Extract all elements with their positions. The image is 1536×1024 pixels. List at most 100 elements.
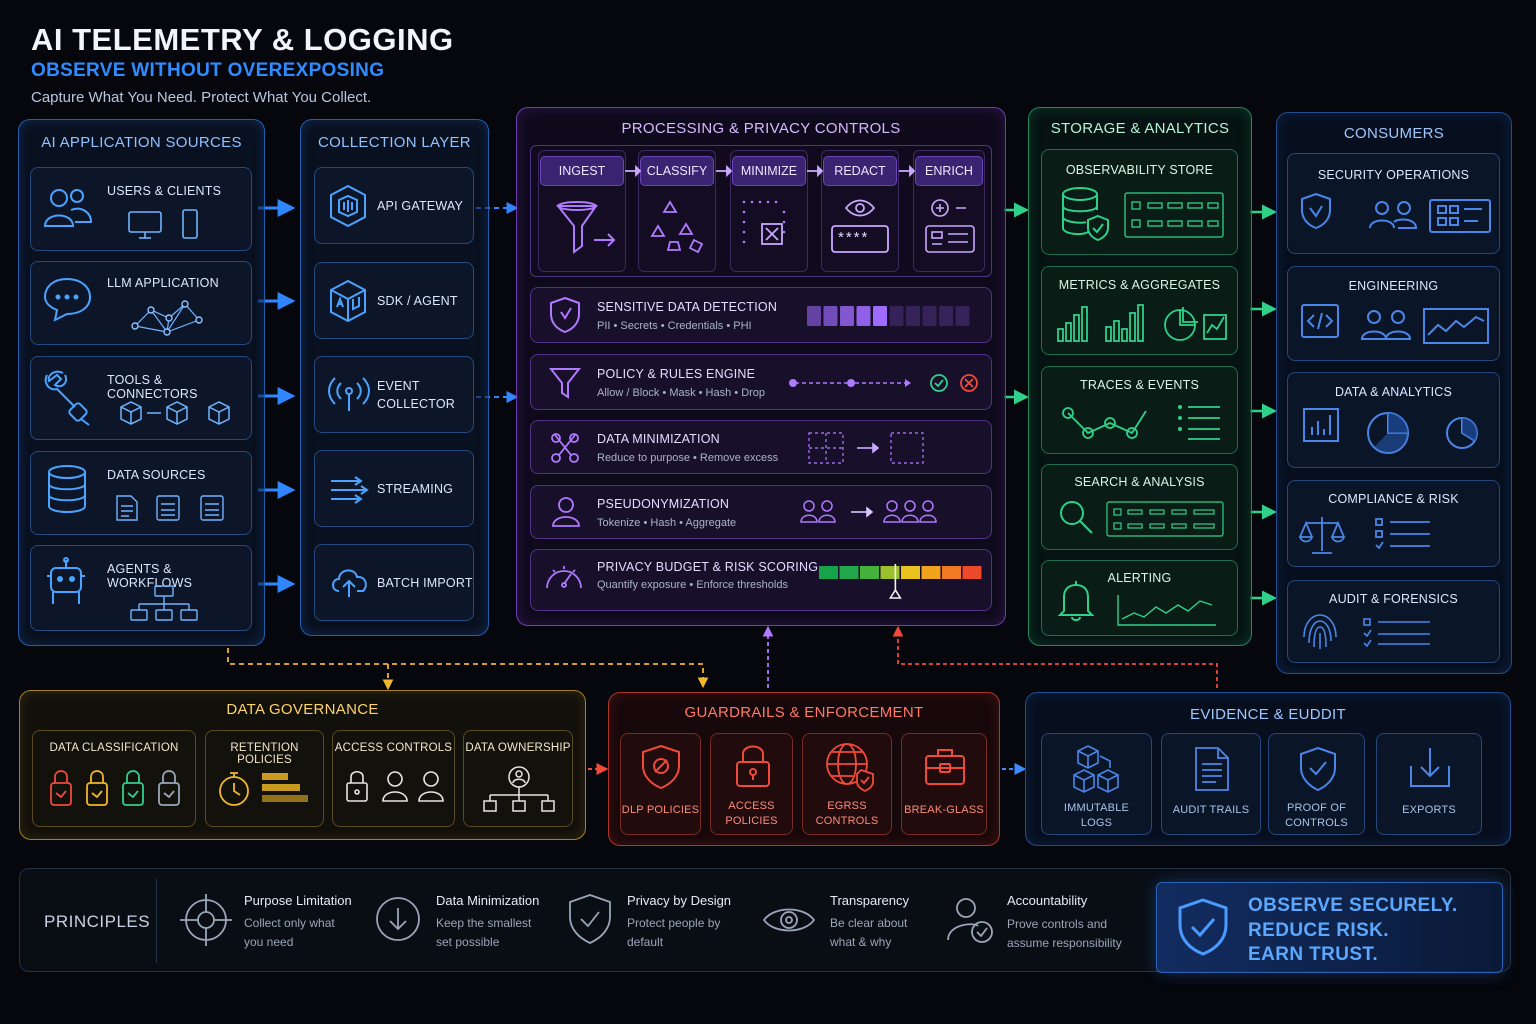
devices-icon	[128, 209, 198, 239]
control-pseudonymization[interactable]: PSEUDONYMIZATION Tokenize • Hash • Aggre…	[530, 485, 992, 539]
callout-line1: OBSERVE SECURELY.	[1248, 895, 1458, 916]
evidence-exports[interactable]: EXPORTS	[1376, 733, 1482, 835]
eye-redact-icon	[831, 199, 889, 253]
stage-enrich[interactable]: ENRICH	[915, 156, 983, 186]
evidence-title: EVIDENCE & EUDDIT	[1190, 706, 1346, 723]
consumer-data-analytics[interactable]: DATA & ANALYTICS	[1287, 372, 1500, 468]
magnifier-icon	[1060, 501, 1093, 534]
detection-meter-segment	[856, 306, 871, 326]
gov-access-controls[interactable]: ACCESS CONTROLS	[332, 730, 455, 827]
detection-meter-segment	[955, 306, 970, 326]
collector-label-line1: EVENT	[377, 379, 420, 393]
users-icon	[43, 189, 93, 227]
broadcast-icon	[328, 377, 370, 411]
gov-data-classification[interactable]: DATA CLASSIFICATION	[32, 730, 196, 827]
consumer-compliance-risk[interactable]: COMPLIANCE & RISK	[1287, 480, 1500, 567]
collector-batch-import[interactable]: BATCH IMPORT	[314, 544, 474, 621]
bell-icon	[1057, 581, 1095, 621]
risk-meter-segment	[819, 566, 838, 579]
store-metrics-aggregates[interactable]: METRICS & AGGREGATES	[1041, 266, 1238, 355]
guard-access-policies[interactable]: ACCESS POLICIES	[710, 733, 793, 835]
control-privacy-budget-risk[interactable]: PRIVACY BUDGET & RISK SCORING Quantify e…	[530, 549, 992, 611]
fingerprint-icon	[1303, 614, 1430, 649]
collector-event-collector[interactable]: EVENT COLLECTOR	[314, 356, 474, 433]
principle-line2: set possible	[436, 935, 500, 949]
wrench-icon	[44, 370, 90, 426]
processing-title: PROCESSING & PRIVACY CONTROLS	[621, 120, 901, 137]
page-subtitle: OBSERVE WITHOUT OVEREXPOSING	[31, 60, 385, 81]
principle-line1: Protect people by	[627, 916, 721, 930]
gov-retention-policies[interactable]: RETENTION POLICIES	[205, 730, 324, 827]
principle-line1: Keep the smallest	[436, 916, 532, 930]
stage-classify[interactable]: CLASSIFY	[640, 156, 714, 186]
evidence-immutable-logs[interactable]: IMMUTABLE LOGS	[1041, 733, 1152, 835]
collector-api-gateway[interactable]: API GATEWAY	[314, 167, 474, 244]
store-observability-store[interactable]: OBSERVABILITY STORE	[1041, 149, 1238, 255]
source-agents-workflows[interactable]: AGENTS & WORKFLOWS	[30, 545, 252, 631]
stage-ingest[interactable]: INGEST	[540, 156, 624, 186]
detection-meter-segment	[939, 306, 953, 326]
source-label: USERS & CLIENTS	[107, 184, 222, 198]
principle-title: Accountability	[1007, 893, 1088, 908]
store-alerting[interactable]: ALERTING	[1041, 560, 1238, 636]
source-users-clients[interactable]: USERS & CLIENTS	[30, 167, 252, 251]
store-traces-events[interactable]: TRACES & EVENTS	[1041, 366, 1238, 454]
consumer-label: COMPLIANCE & RISK	[1328, 492, 1459, 506]
padlock-icon	[736, 745, 770, 787]
consumer-label: AUDIT & FORENSICS	[1329, 592, 1458, 606]
store-search-analysis[interactable]: SEARCH & ANALYSIS	[1041, 464, 1238, 550]
target-icon	[180, 894, 232, 946]
cloud-upload-icon	[332, 569, 367, 597]
documents-icon	[116, 495, 224, 521]
proof-shield-icon	[1300, 746, 1336, 792]
control-policy-rules-engine[interactable]: POLICY & RULES ENGINE Allow / Block • Ma…	[530, 354, 992, 410]
stage-redact[interactable]: REDACT	[823, 156, 897, 186]
gov-label: DATA CLASSIFICATION	[49, 742, 179, 754]
stage-arrows	[625, 164, 916, 178]
engineering-icons	[1301, 304, 1489, 344]
guard-break-glass[interactable]: BREAK-GLASS	[901, 733, 987, 835]
evidence-label-line2: LOGS	[1080, 817, 1113, 829]
guard-egress-controls[interactable]: EGRSS CONTROLS	[802, 733, 892, 835]
source-data-sources[interactable]: DATA SOURCES	[30, 451, 252, 535]
collector-label: SDK / AGENT	[377, 294, 458, 308]
database-shield-icon	[1062, 187, 1109, 242]
control-data-minimization[interactable]: DATA MINIMIZATION Reduce to purpose • Re…	[530, 420, 992, 474]
evidence-label-line1: PROOF OF	[1286, 802, 1347, 814]
stage-minimize[interactable]: MINIMIZE	[732, 156, 806, 186]
risk-meter-segment	[880, 566, 900, 579]
store-label: METRICS & AGGREGATES	[1058, 278, 1221, 292]
evidence-proof-of-controls[interactable]: PROOF OF CONTROLS	[1268, 733, 1365, 835]
person-icon	[552, 497, 580, 527]
detection-meter-segment	[873, 306, 887, 326]
filter-icon	[548, 368, 582, 399]
detection-meter-segment	[922, 306, 937, 326]
control-sensitive-data-detection[interactable]: SENSITIVE DATA DETECTION PII • Secrets •…	[530, 287, 992, 343]
audit-document-icon	[1195, 747, 1229, 791]
collector-streaming[interactable]: STREAMING	[314, 450, 474, 527]
consumer-engineering[interactable]: ENGINEERING	[1287, 266, 1500, 361]
consumer-security-operations[interactable]: SECURITY OPERATIONS	[1287, 153, 1500, 254]
callout-line2: REDUCE RISK.	[1248, 920, 1389, 941]
risk-meter-segment	[901, 566, 920, 579]
control-title: POLICY & RULES ENGINE	[597, 367, 756, 381]
source-tools-connectors[interactable]: TOOLS & CONNECTORS	[30, 356, 252, 440]
gov-label: RETENTION POLICIES	[230, 742, 299, 766]
gov-data-ownership[interactable]: DATA OWNERSHIP	[463, 730, 573, 827]
consumer-audit-forensics[interactable]: AUDIT & FORENSICS	[1287, 580, 1500, 663]
principle-line2: what & why	[830, 935, 892, 949]
source-llm-application[interactable]: LLM APPLICATION	[30, 261, 252, 345]
compliance-icons	[1298, 517, 1430, 554]
principle-title: Privacy by Design	[627, 893, 732, 908]
control-title: DATA MINIMIZATION	[597, 432, 720, 446]
guard-dlp-policies[interactable]: DLP POLICIES	[620, 733, 701, 835]
evidence-label: EXPORTS	[1402, 804, 1456, 816]
collector-label: API GATEWAY	[377, 199, 464, 213]
database-icon	[48, 465, 86, 513]
evidence-audit-trails[interactable]: AUDIT TRAILS	[1161, 733, 1261, 835]
collector-sdk-agent[interactable]: SDK / AGENT	[314, 262, 474, 339]
break-glass-icon	[925, 749, 965, 785]
globe-shield-icon	[826, 743, 874, 793]
gauge-icon	[546, 566, 582, 589]
download-icon	[1410, 748, 1450, 787]
